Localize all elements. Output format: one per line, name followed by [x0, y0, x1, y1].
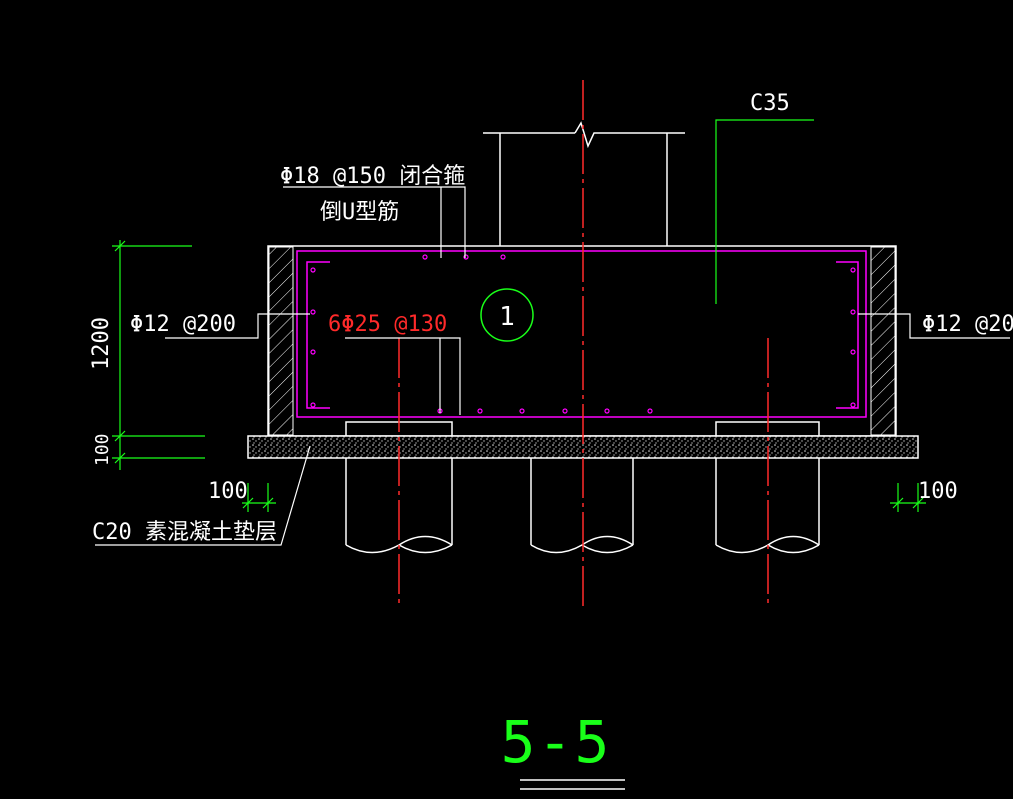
c35-leader: [715, 119, 814, 304]
hatch-right: [870, 246, 896, 436]
pile-cap-outline: [267, 245, 897, 437]
rebar-section-dot: [477, 408, 483, 414]
label-side-right: Φ12 @20: [922, 312, 1013, 337]
concrete-grade: C35: [750, 91, 790, 116]
rebar-section-dot: [422, 254, 428, 260]
marker-circle: [480, 288, 534, 342]
dim-offset-left: 100: [208, 479, 248, 504]
rebar-section-dot: [647, 408, 653, 414]
dim-offset-right: 100: [918, 479, 958, 504]
rebar-section-dot: [310, 267, 316, 273]
leader-lines: [95, 186, 1010, 546]
rebar-section-dot: [850, 309, 856, 315]
label-cushion: C20 素混凝土垫层: [92, 520, 277, 545]
label-top-stirrup: Φ18 @150 闭合箍: [280, 164, 465, 189]
rebar-section-dot: [562, 408, 568, 414]
rebar-section-dot: [519, 408, 525, 414]
section-title: 5-5: [501, 708, 612, 776]
pile-middle: [530, 458, 634, 554]
label-top-stirrup-2: 倒U型筋: [320, 200, 399, 225]
rebar-section-dot: [850, 402, 856, 408]
label-side-left: Φ12 @200: [130, 312, 236, 337]
label-main-bar: 6Φ25 @130: [328, 312, 447, 337]
dim-height: 1200: [89, 317, 114, 370]
rebar-section-dot: [604, 408, 610, 414]
rebar-section-dot: [500, 254, 506, 260]
rebar-section-dot: [310, 402, 316, 408]
rebar-section-dot: [310, 309, 316, 315]
rebar-section-dot: [310, 349, 316, 355]
dim-cushion-thickness: 100: [92, 433, 113, 466]
centerlines: [398, 80, 769, 608]
hatch-left: [268, 246, 294, 436]
column: [483, 121, 685, 246]
rebar-section-dot: [463, 254, 469, 260]
rebar-cage: [296, 250, 867, 418]
rebar-dots: [310, 254, 856, 414]
dimension-lines: [112, 240, 926, 512]
rebar-section-dot: [850, 349, 856, 355]
marker-number: 1: [499, 302, 515, 332]
rebar-section-dot: [850, 267, 856, 273]
